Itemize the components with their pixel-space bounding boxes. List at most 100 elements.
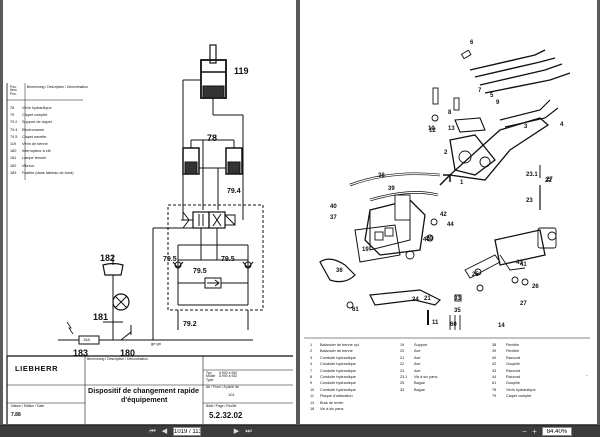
zoom-in-button[interactable]: + bbox=[532, 427, 537, 436]
legend-header-description: Benennung / Description / Dénomination bbox=[27, 85, 88, 89]
parts-legend-number: 8 bbox=[310, 375, 313, 379]
parts-legend-number: 7 bbox=[310, 368, 313, 373]
parts-legend-description: Flexible bbox=[506, 343, 520, 347]
parts-legend-item: 7 Conduite hydraulique bbox=[310, 369, 356, 373]
parts-legend-description: Conduite hydraulique bbox=[320, 387, 356, 392]
callout-number: 38 bbox=[378, 173, 385, 179]
legend-item-description: Vérin de benne bbox=[22, 142, 48, 146]
label-79-5b: 79.5 bbox=[193, 268, 207, 275]
first-page-button[interactable]: ⏮ bbox=[149, 428, 156, 435]
legend-item-description: Vérin hydraulique bbox=[22, 106, 52, 110]
parts-legend-number: 39 bbox=[492, 349, 497, 354]
page-number-input[interactable] bbox=[173, 427, 201, 436]
viewer-toolbar: ⏮ ◀ ▶ ⏭ − + bbox=[0, 425, 600, 437]
parts-legend-number: 4 bbox=[310, 362, 313, 367]
zoom-level-input[interactable] bbox=[542, 427, 572, 436]
parts-legend-description: Bras de levier bbox=[320, 400, 344, 405]
parts-legend-item: 42 Goupille bbox=[492, 362, 520, 366]
parts-legend-description: Balancier de benne bbox=[320, 349, 353, 354]
callout-number: 25 bbox=[472, 272, 479, 278]
callout-number: 40 bbox=[423, 237, 430, 243]
parts-legend-number: 44 bbox=[492, 375, 497, 379]
parts-legend-number: 22 bbox=[400, 362, 405, 367]
legend-item-description: Electrovanne bbox=[22, 127, 45, 132]
parts-legend-description: Bague bbox=[414, 387, 425, 392]
parts-legend-description: Bague bbox=[414, 381, 425, 386]
legend-header-pos: Pos. Item Pos. bbox=[10, 85, 17, 96]
previous-page-button[interactable]: ◀ bbox=[161, 428, 168, 435]
parts-legend-description: Clapet complet bbox=[506, 394, 532, 399]
parts-legend-item: 39 Flexible bbox=[492, 349, 519, 353]
callout-number: 35 bbox=[454, 308, 461, 314]
parts-legend-description: Axe bbox=[414, 349, 421, 354]
parts-legend-description: Conduite hydraulique bbox=[320, 375, 356, 379]
parts-legend-description: Goupille bbox=[506, 362, 520, 367]
legend-item-description: Clapet complet bbox=[22, 113, 48, 118]
next-page-button[interactable]: ▶ bbox=[233, 428, 240, 435]
callout-number: 27 bbox=[520, 301, 527, 307]
margin-mark: . bbox=[586, 372, 588, 378]
parts-legend-item: 23 Axe bbox=[400, 369, 421, 373]
parts-legend-description: Vis à six pans bbox=[320, 407, 344, 411]
parts-legend-item: 8 Conduite hydraulique bbox=[310, 375, 356, 379]
exploded-parts-diagram bbox=[304, 49, 590, 339]
callout-number: 33 bbox=[454, 296, 461, 302]
callout-number: 23 bbox=[526, 198, 533, 204]
parts-legend-description: Flexible bbox=[506, 349, 520, 354]
callout-number: 4 bbox=[560, 122, 564, 128]
zoom-out-button[interactable]: − bbox=[522, 427, 527, 436]
callout-number: 26 bbox=[532, 284, 539, 290]
legend-item-description: Vibreur bbox=[22, 163, 35, 168]
parts-legend-description: Support bbox=[414, 343, 428, 347]
parts-legend-number: 3 bbox=[310, 355, 313, 360]
parts-legend-description: Conduite hydraulique bbox=[320, 381, 356, 386]
parts-legend-description: Balancier de benne cpl. bbox=[320, 343, 360, 347]
parts-legend-description: Axe bbox=[414, 368, 421, 373]
parts-legend-description: Goupille bbox=[506, 381, 520, 386]
type-values: A 900 à 942 A 900 à 942 bbox=[219, 371, 238, 379]
callout-number: 24 bbox=[412, 297, 419, 303]
callout-number: 37 bbox=[330, 215, 337, 221]
callout-number: 22 bbox=[545, 178, 552, 184]
edition-date: 7.88 bbox=[11, 412, 21, 418]
parts-legend-number: 42 bbox=[492, 362, 497, 367]
parts-legend-number: 18 bbox=[310, 407, 315, 411]
legend-item-description: Interrupteur à clé bbox=[22, 149, 51, 154]
label-180: 180 bbox=[120, 348, 136, 358]
date-label: Datum / Edition / Date bbox=[11, 404, 45, 408]
page-label: Blatt / Page / Feuille bbox=[206, 404, 237, 408]
callout-number: 36 bbox=[336, 268, 343, 274]
last-page-button[interactable]: ⏭ bbox=[245, 428, 252, 435]
from-value: 101 bbox=[228, 392, 235, 397]
label-183: 183 bbox=[73, 348, 89, 358]
legend-item-description: Fusible (dans tableau de bord) bbox=[22, 170, 74, 175]
label-78: 78 bbox=[207, 133, 218, 143]
label-79-2: 79.2 bbox=[183, 321, 197, 328]
parts-legend-number: 19 bbox=[400, 343, 405, 347]
callout-number: 13 bbox=[448, 126, 455, 132]
parts-legend-description: Vis à six pans bbox=[414, 375, 438, 379]
parts-legend-item: 19 Support bbox=[400, 343, 427, 347]
parts-legend-number: 23 bbox=[400, 368, 405, 373]
parts-legend-number: 21 bbox=[400, 355, 405, 360]
parts-legend-number: 40 bbox=[492, 355, 497, 360]
parts-legend-description: Conduite hydraulique bbox=[320, 368, 356, 373]
callout-number: 10 bbox=[428, 126, 435, 132]
callout-number: 39 bbox=[388, 186, 395, 192]
legend-item-number: 79.5 bbox=[10, 134, 18, 139]
parts-legend-item: 44 Raccord bbox=[492, 375, 520, 379]
parts-legend-description: Raccord bbox=[506, 375, 521, 379]
document-page-left: Pos. Item Pos. Benennung / Description /… bbox=[3, 0, 296, 424]
